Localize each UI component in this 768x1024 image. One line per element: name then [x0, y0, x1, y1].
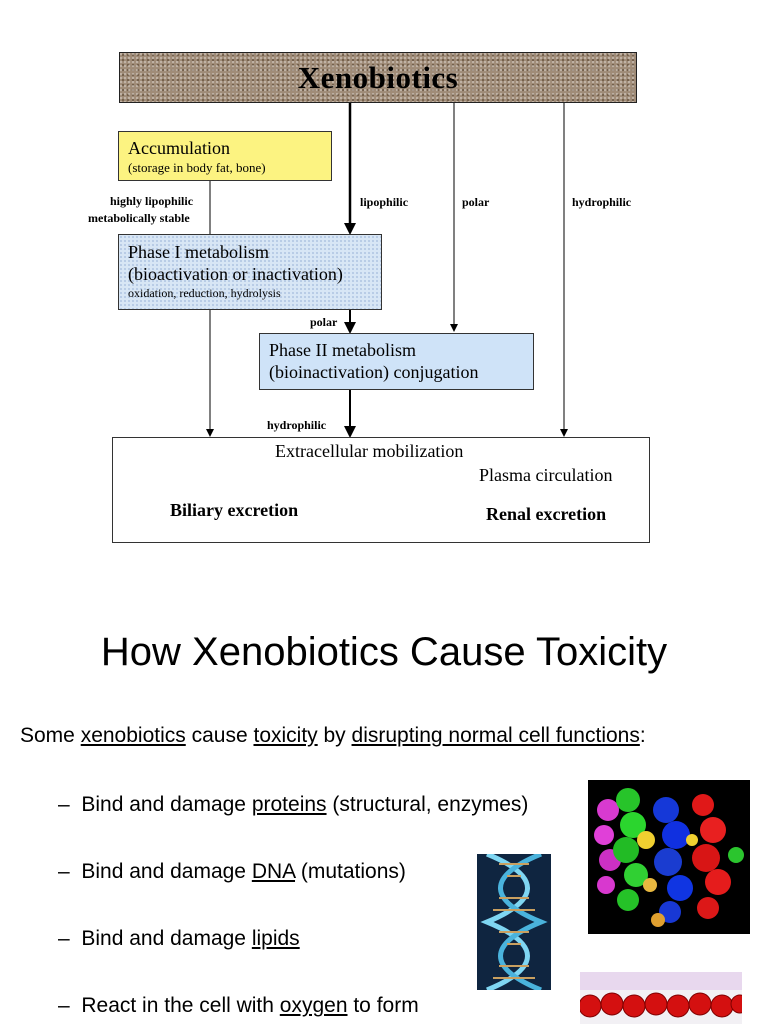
term-xenobiotics: xenobiotics — [80, 724, 186, 747]
bullet-dna: – Bind and damage DNA (mutations) — [58, 858, 406, 886]
accumulation-box: Accumulation (storage in body fat, bone) — [118, 131, 332, 181]
plasma-circulation: Plasma circulation — [479, 465, 613, 485]
bullet-term: lipids — [251, 927, 300, 950]
bullet-proteins: – Bind and damage proteins (structural, … — [58, 791, 528, 819]
phase2-line1: Phase II metabolism — [269, 340, 416, 360]
label-highly-lipophilic: highly lipophilic — [110, 194, 194, 208]
accumulation-subtitle: (storage in body fat, bone) — [128, 160, 266, 175]
bullet-text: Bind and damage — [81, 927, 252, 950]
phase2-box: Phase II metabolism (bioinactivation) co… — [259, 333, 534, 390]
bullet-dash: – — [58, 793, 70, 816]
bullet-text: Bind and damage — [81, 793, 252, 816]
diagram-title: Xenobiotics — [297, 60, 459, 95]
phase1-subtitle: oxidation, reduction, hydrolysis — [128, 286, 281, 300]
diagram-connectors — [206, 103, 568, 503]
extracellular-mobilization: Extracellular mobilization — [275, 441, 464, 461]
intro-text-4: : — [639, 724, 646, 747]
title-bar-texture — [119, 52, 637, 103]
slide-title: How Xenobiotics Cause Toxicity — [100, 630, 668, 674]
intro-text-1: Some — [20, 724, 81, 747]
bullet-term: proteins — [251, 793, 327, 816]
bullet-term: DNA — [251, 860, 296, 883]
label-metabolically-stable: metabolically stable — [88, 211, 190, 225]
label-lipophilic: lipophilic — [360, 195, 409, 209]
renal-excretion: Renal excretion — [486, 504, 607, 524]
bullet-text: React in the cell with — [81, 994, 280, 1017]
bullet-term: oxygen — [279, 994, 348, 1017]
protein-structure-image — [588, 780, 750, 934]
bullet-text: Bind and damage — [81, 860, 252, 883]
xenobiotics-flow-diagram: Xenobiotics Accumulation (storage in bod… — [88, 52, 650, 543]
excretion-box — [112, 437, 650, 543]
phase1-line2: (bioactivation or inactivation) — [128, 264, 343, 284]
bullet-dash: – — [58, 927, 70, 950]
label-hydrophilic-top: hydrophilic — [572, 195, 632, 209]
bullet-text-post: to form — [347, 994, 419, 1017]
term-toxicity: toxicity — [253, 724, 318, 747]
bullet-dash: – — [58, 994, 70, 1017]
accumulation-title: Accumulation — [128, 138, 230, 158]
intro-sentence: Some xenobiotics cause toxicity by disru… — [20, 722, 646, 750]
biliary-excretion: Biliary excretion — [170, 500, 299, 520]
term-disrupting: disrupting normal cell functions — [351, 724, 640, 747]
bullet-oxygen: – React in the cell with oxygen to form — [58, 992, 419, 1020]
label-hydrophilic-mid: hydrophilic — [267, 418, 327, 432]
bullet-text-post: (structural, enzymes) — [326, 793, 529, 816]
label-polar-top: polar — [462, 195, 490, 209]
phase1-box: Phase I metabolism (bioactivation or ina… — [118, 234, 382, 310]
bullet-lipids: – Bind and damage lipids — [58, 925, 300, 953]
phase2-line2: (bioinactivation) conjugation — [269, 362, 479, 382]
intro-text-3: by — [317, 724, 352, 747]
bullet-text-post: (mutations) — [295, 860, 406, 883]
label-polar-mid: polar — [310, 315, 338, 329]
lipid-membrane-image — [580, 972, 742, 1024]
dna-helix-image — [477, 854, 551, 990]
phase1-line1: Phase I metabolism — [128, 242, 269, 262]
protein-blobs — [594, 788, 744, 927]
intro-text-2: cause — [185, 724, 254, 747]
bullet-dash: – — [58, 860, 70, 883]
